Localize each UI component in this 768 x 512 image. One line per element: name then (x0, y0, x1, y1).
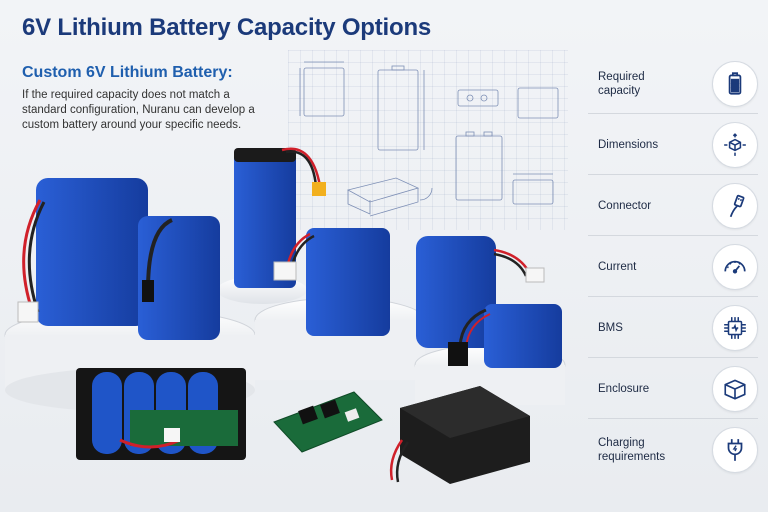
spec-label: Dimensions (598, 138, 659, 151)
spec-charging-requirements: Charging requirements (588, 420, 758, 480)
box-icon (712, 365, 758, 412)
spec-enclosure: Enclosure (588, 359, 758, 419)
spec-required-capacity: Required capacity (588, 54, 758, 114)
black-enclosure-box (389, 386, 530, 484)
bms-circuit-board (273, 391, 383, 453)
spec-list: Required capacity Dimensions Connector C… (588, 54, 758, 478)
intro-block: Custom 6V Lithium Battery: If the requir… (22, 64, 262, 133)
spec-current: Current (588, 237, 758, 297)
spec-label: Required capacity (598, 70, 645, 97)
spec-label: Enclosure (598, 382, 650, 395)
battery-pack-right (416, 236, 545, 348)
battery-pack-small (448, 304, 562, 368)
gauge-icon (712, 243, 758, 290)
battery-pack-medium (138, 216, 220, 340)
spec-label: Connector (598, 199, 652, 212)
cell-holder-pack (76, 368, 246, 460)
spec-label: Charging requirements (598, 437, 666, 463)
chip-icon (712, 304, 758, 351)
page-title: 6V Lithium Battery Capacity Options (22, 14, 432, 41)
intro-body: If the required capacity does not match … (22, 89, 255, 131)
intro-heading: Custom 6V Lithium Battery: (22, 64, 233, 81)
spec-dimensions: Dimensions (588, 115, 758, 175)
spec-connector: Connector (588, 176, 758, 236)
spec-label: Current (598, 260, 637, 273)
battery-product-scene (0, 140, 580, 512)
battery-icon (712, 60, 758, 107)
battery-pack-square (273, 228, 390, 336)
battery-pack-large (17, 178, 148, 326)
technical-drawing (288, 50, 568, 230)
charging-plug-icon (712, 427, 758, 473)
battery-pack-tall (234, 147, 326, 288)
spec-label: BMS (598, 321, 623, 334)
spec-bms: BMS (588, 298, 758, 358)
cube-arrows-icon (712, 121, 758, 168)
connector-plug-icon (712, 182, 758, 229)
